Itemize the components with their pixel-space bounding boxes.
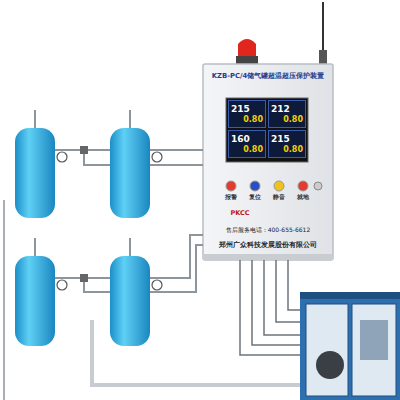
company-name: 郑州广众科技发展股份有限公司 <box>219 242 317 249</box>
display-cell: 2150.80 <box>268 130 306 158</box>
housing-bottom <box>203 254 333 260</box>
display-cell: 2150.80 <box>228 100 266 128</box>
key-switch <box>314 182 322 190</box>
controller-housing <box>203 64 333 260</box>
temperature-value: 160 <box>231 135 250 145</box>
service-phone: 售后服务电话：400-655-6612 <box>226 227 311 234</box>
pressure-value: 0.80 <box>243 116 263 125</box>
button <box>226 181 236 191</box>
air-compressor <box>300 292 400 400</box>
pressure-pipes <box>55 150 300 385</box>
pressure-value: 0.80 <box>243 146 263 155</box>
button-label: 报警 <box>225 194 237 201</box>
antenna <box>322 2 324 52</box>
pressure-gauge <box>57 152 162 290</box>
button-label: 就地 <box>297 194 309 201</box>
sensor-valve <box>80 146 88 282</box>
pressure-value: 0.80 <box>283 116 303 125</box>
button <box>250 181 260 191</box>
antenna-base <box>319 50 327 64</box>
gas-tank <box>4 110 150 400</box>
controller-panel: KZB-PC/4储气罐超温超压保护装置售后服务电话：400-655-6612 郑州… <box>203 64 333 260</box>
button-label: 静音 <box>273 194 285 201</box>
temperature-value: 212 <box>271 105 290 115</box>
temperature-value: 215 <box>271 135 290 145</box>
button <box>298 181 308 191</box>
signal-wires <box>240 260 300 355</box>
display-cell: 2120.80 <box>268 100 306 128</box>
lcd-screen <box>226 98 308 162</box>
temperature-value: 215 <box>231 105 250 115</box>
button <box>274 181 284 191</box>
display-cell: 1600.80 <box>228 130 266 158</box>
certification-logo: PKCC <box>230 210 249 217</box>
device-title: KZB-PC/4储气罐超温超压保护装置 <box>212 73 324 80</box>
button-label: 复位 <box>249 194 261 201</box>
alarm-beacon <box>238 39 256 56</box>
pressure-value: 0.80 <box>283 146 303 155</box>
